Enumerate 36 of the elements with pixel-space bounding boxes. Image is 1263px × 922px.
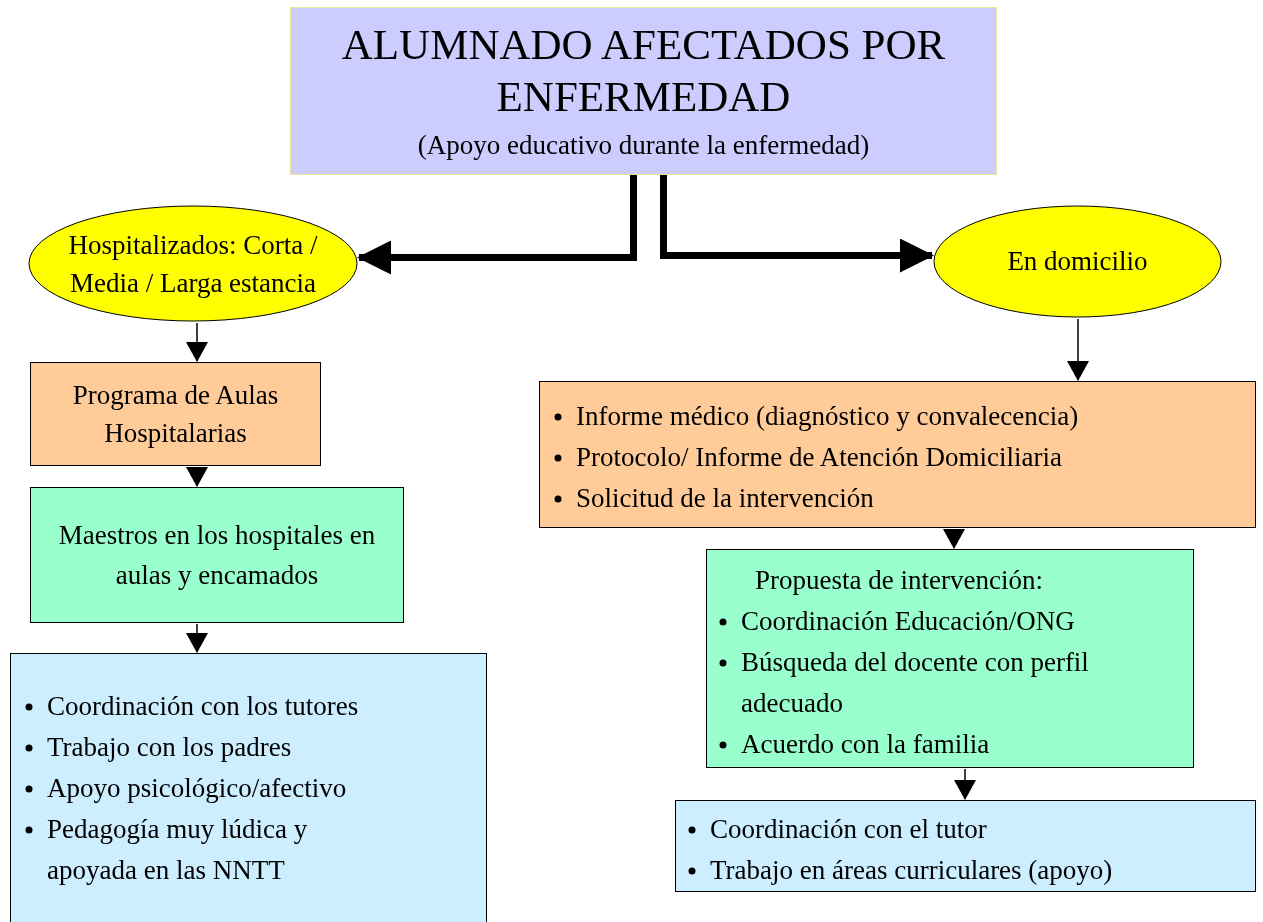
subtitle-text: (Apoyo educativo durante la enfermedad) [417,129,870,162]
list-heading: Propuesta de intervención: [754,564,1044,597]
list-box [10,653,487,922]
arrowhead [186,466,208,487]
elbow-arrow [660,175,934,273]
list-box [706,549,1194,768]
node-label: En domicilio [1006,245,1149,279]
title-box [290,7,997,175]
process-box [30,487,404,623]
arrowhead [943,528,965,549]
list-item: Coordinación con los tutores [47,690,360,723]
title-text: ALUMNADO AFECTADOS POR ENFERMEDAD [340,20,947,122]
arrowhead [954,768,976,800]
list-item: Trabajo con los padres [47,731,293,764]
node-label: Maestros en los hospitales en aulas y encamados [57,519,377,592]
list-item: Informe médico (diagnóstico y convalecencia) [576,400,1080,433]
ellipse-node [933,205,1222,318]
list-box [539,381,1256,528]
list-item: Búsqueda del docente con perfil adecuado [741,646,1090,720]
list-item: Acuerdo con la familia [741,728,991,761]
arrowhead [186,623,208,653]
list-item: Apoyo psicológico/afectivo [47,772,348,805]
process-box [30,362,321,466]
list-item: Coordinación con el tutor [710,813,988,846]
list-box [675,800,1256,892]
node-label: Programa de Aulas Hospitalarias [71,379,280,450]
arrowhead [186,322,208,362]
elbow-arrow [357,175,637,275]
node-label: Hospitalizados: Corta / Media / Larga estancia [67,228,319,300]
list-item: Solicitud de la intervención [576,482,875,515]
ellipse-node [28,205,358,322]
list-item: Trabajo en áreas curriculares (apoyo) [710,854,1114,887]
list-item: Coordinación Educación/ONG [741,605,1076,638]
list-item: Protocolo/ Informe de Atención Domiciliaria [576,441,1063,474]
list-item: Pedagogía muy lúdica y apoyada en las NNTT [47,813,309,887]
arrowhead [1067,318,1089,381]
